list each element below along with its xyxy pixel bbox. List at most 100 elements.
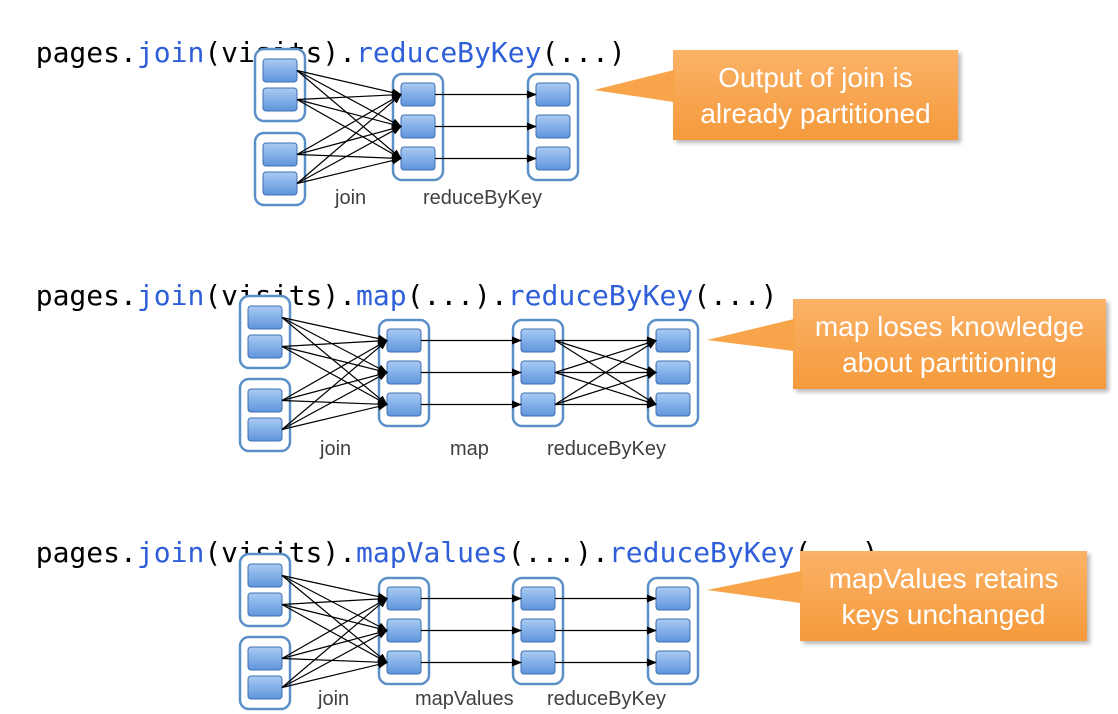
partition-block bbox=[247, 646, 283, 671]
code-method: join bbox=[136, 536, 205, 569]
dependency-arrow bbox=[296, 153, 402, 163]
code-method: map bbox=[356, 279, 407, 312]
stage-label-reducebykey: reduceByKey bbox=[547, 438, 666, 460]
dependency-arrow bbox=[296, 98, 402, 129]
code-token: pages. bbox=[35, 536, 137, 569]
partition-block bbox=[247, 417, 283, 442]
dependency-arrow bbox=[281, 339, 388, 402]
dependency-arrow bbox=[281, 603, 388, 664]
partition-block bbox=[535, 146, 571, 171]
partition-block bbox=[400, 114, 436, 139]
partition-block bbox=[655, 650, 691, 675]
callout-pointer bbox=[594, 69, 675, 103]
code-method: join bbox=[136, 279, 205, 312]
dependency-arrow bbox=[281, 399, 388, 409]
code-token: pages. bbox=[35, 36, 137, 69]
code-method: reduceByKey bbox=[356, 36, 542, 69]
callout-line: already partitioned bbox=[700, 98, 931, 129]
dependency-arrow bbox=[554, 339, 657, 374]
callout-line: map loses knowledge bbox=[814, 311, 1085, 342]
dependency-arrow bbox=[281, 595, 388, 606]
partition-block bbox=[386, 392, 422, 417]
stage-label-reducebykey: reduceByKey bbox=[423, 187, 542, 209]
dependency-arrow bbox=[281, 345, 388, 375]
dependency-arrow bbox=[296, 90, 402, 101]
partition-block bbox=[400, 146, 436, 171]
partition-block bbox=[520, 650, 556, 675]
dependency-arrow bbox=[281, 316, 388, 343]
partition-block bbox=[535, 114, 571, 139]
callout-line: keys unchanged bbox=[841, 599, 1046, 630]
dependency-arrow bbox=[281, 345, 388, 406]
callout-line: about partitioning bbox=[842, 347, 1057, 378]
dependency-arrow bbox=[296, 70, 402, 160]
code-method: mapValues bbox=[356, 536, 508, 569]
dependency-arrow bbox=[281, 370, 388, 402]
partition-block bbox=[520, 392, 556, 417]
callout-line: mapValues retains bbox=[828, 563, 1059, 594]
partition-block bbox=[386, 650, 422, 675]
stage-label-join: join bbox=[318, 688, 350, 710]
dependency-arrow bbox=[281, 317, 388, 406]
partition-block bbox=[655, 392, 691, 417]
code-token: (...). bbox=[507, 536, 609, 569]
callout-pointer bbox=[707, 318, 795, 352]
callout-note: map loses knowledge about partitioning bbox=[793, 299, 1106, 389]
dependency-arrow bbox=[281, 574, 388, 632]
dependency-arrow bbox=[296, 124, 402, 156]
code-token: pages. bbox=[35, 279, 137, 312]
partition-block bbox=[247, 592, 283, 617]
partition-block bbox=[386, 360, 422, 385]
partition-block bbox=[247, 675, 283, 700]
partition-block bbox=[386, 328, 422, 353]
dependency-arrow bbox=[281, 339, 388, 430]
code-token: (...). bbox=[406, 279, 508, 312]
stage-label-reducebykey: reduceByKey bbox=[547, 688, 666, 710]
callout-note: Output of join is already partitioned bbox=[673, 50, 958, 140]
partition-block bbox=[247, 388, 283, 413]
code-token: (...) bbox=[541, 36, 626, 69]
partition-block bbox=[400, 82, 436, 107]
stage-label-map: map bbox=[450, 438, 489, 460]
partition-block bbox=[655, 618, 691, 643]
partition-block bbox=[262, 58, 298, 83]
partition-block bbox=[247, 334, 283, 359]
dependency-arrow bbox=[281, 575, 388, 664]
dependency-arrow bbox=[296, 125, 402, 185]
dependency-arrow bbox=[281, 660, 388, 689]
dependency-arrow bbox=[281, 371, 388, 431]
dependency-arrow bbox=[296, 98, 402, 160]
partition-block bbox=[520, 360, 556, 385]
dependency-arrow bbox=[281, 597, 388, 660]
callout-note: mapValues retains keys unchanged bbox=[800, 551, 1087, 641]
dependency-arrow bbox=[554, 339, 657, 406]
partition-block bbox=[535, 82, 571, 107]
dependency-arrow bbox=[281, 629, 388, 689]
partition-block bbox=[247, 305, 283, 330]
partition-block bbox=[386, 586, 422, 611]
code-method: reduceByKey bbox=[608, 536, 795, 569]
dependency-arrow bbox=[296, 156, 402, 185]
dependency-arrow bbox=[281, 603, 388, 633]
partition-block bbox=[262, 142, 298, 167]
dependency-arrow bbox=[281, 657, 388, 667]
code-method: reduceByKey bbox=[507, 279, 694, 312]
dependency-arrow bbox=[281, 402, 388, 431]
dependency-arrow bbox=[281, 574, 388, 601]
partition-block bbox=[655, 328, 691, 353]
code-line-1: pages.join(visits).reduceByKey(...) bbox=[2, 2, 626, 70]
partition-block bbox=[262, 87, 298, 112]
dependency-arrow bbox=[281, 337, 388, 348]
stage-label-join: join bbox=[320, 438, 352, 460]
partition-block bbox=[247, 563, 283, 588]
dependency-arrow bbox=[281, 597, 388, 688]
dependency-arrow bbox=[296, 93, 402, 156]
partition-block bbox=[655, 586, 691, 611]
partition-block bbox=[655, 360, 691, 385]
callout-pointer bbox=[707, 570, 802, 604]
code-line-2: pages.join(visits).map(...).reduceByKey(… bbox=[2, 245, 778, 313]
dependency-arrow bbox=[296, 69, 402, 97]
partition-block bbox=[520, 618, 556, 643]
partition-block bbox=[262, 171, 298, 196]
